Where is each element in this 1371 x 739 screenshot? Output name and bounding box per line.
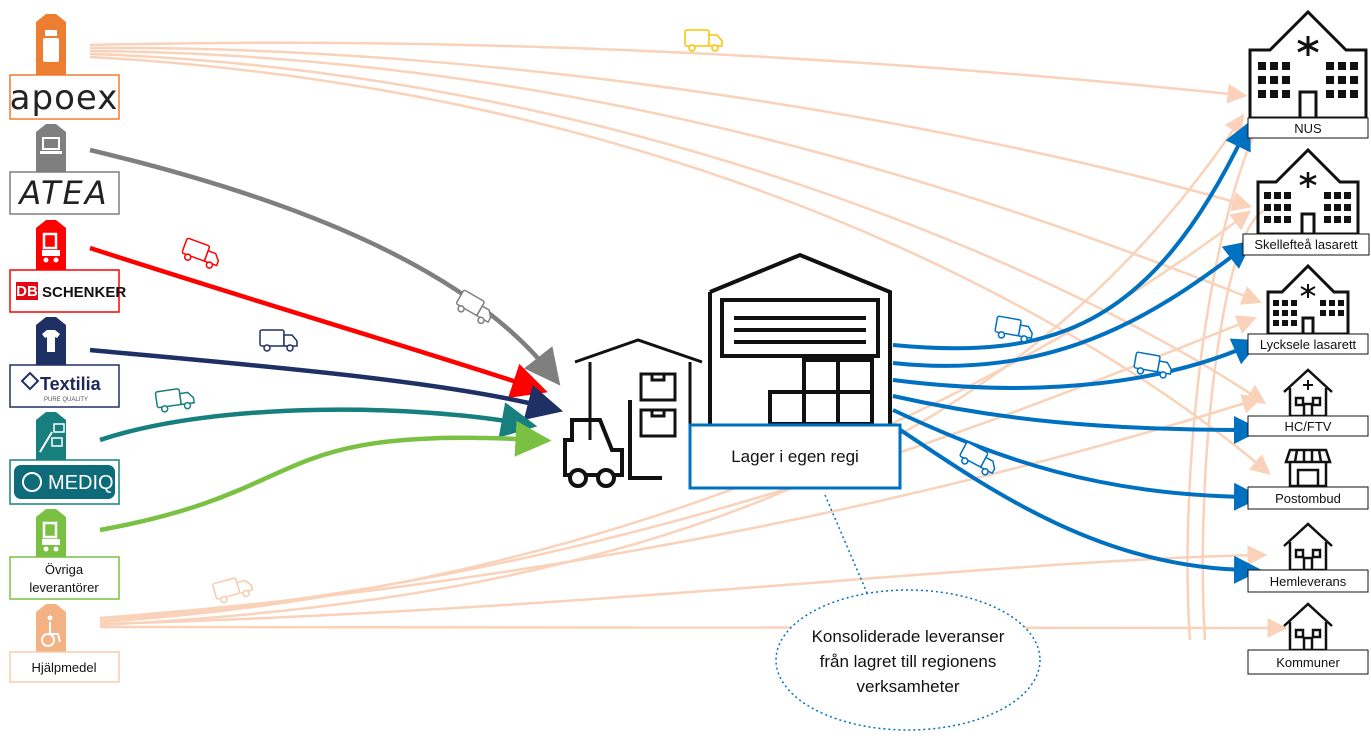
- destination-skelleftea: Skellefteå lasarett: [1242, 147, 1370, 256]
- note-bubble: [775, 589, 1041, 731]
- kommuner-label: Kommuner: [1276, 655, 1340, 670]
- truck-icon: [1133, 351, 1172, 379]
- textilia-mark-icon: [20, 371, 40, 391]
- supplier-hjalpmedel: Hjälpmedel: [9, 604, 120, 683]
- medical-supplies-icon: [36, 412, 66, 460]
- supplier-textilia: Textilia PURE QUALITY: [9, 317, 120, 408]
- truck-icon: [259, 329, 298, 352]
- apoex-logo: apoex: [10, 78, 119, 118]
- shop-icon: [1284, 448, 1332, 488]
- supplier-atea: ATEA: [9, 124, 120, 215]
- hospital-icon: [1248, 9, 1368, 120]
- destination-lycksele: Lycksele lasarett: [1247, 263, 1369, 355]
- truck-icon: [994, 315, 1033, 343]
- lycksele-label: Lycksele lasarett: [1260, 337, 1357, 352]
- hjalpmedel-label: Hjälpmedel: [31, 660, 96, 675]
- supplier-db-schenker: DB SCHENKER: [9, 220, 126, 313]
- supplier-arrows: [89, 147, 564, 533]
- truck-icon: [455, 289, 492, 325]
- note-connector: [824, 494, 871, 601]
- mediq-logo: MEDIQ: [48, 472, 114, 494]
- destination-hc-ftv: HC/FTV: [1247, 368, 1369, 437]
- truck-icon: [959, 441, 996, 476]
- ovriga-label-line1: Övriga: [45, 562, 84, 577]
- db-logo: DB: [16, 283, 38, 300]
- hc-ftv-label: HC/FTV: [1285, 419, 1332, 434]
- supplier-mediq: MEDIQ: [9, 412, 120, 505]
- note-line3: verksamheter: [857, 677, 960, 696]
- note-line1: Konsoliderade leveranser: [812, 627, 1005, 646]
- hemleverans-label: Hemleverans: [1270, 574, 1347, 589]
- nus-label: NUS: [1294, 121, 1322, 136]
- truck-icon: [181, 237, 220, 269]
- destination-nus: NUS: [1247, 9, 1369, 139]
- hospital-icon: [1256, 147, 1360, 236]
- schenker-logo: SCHENKER: [42, 284, 126, 301]
- textilia-logo: Textilia: [40, 374, 102, 394]
- destination-postombud: Postombud: [1247, 448, 1369, 510]
- ovriga-label-line2: leverantörer: [29, 580, 99, 595]
- house-icon: [1283, 522, 1333, 572]
- clinic-icon: [1283, 368, 1333, 418]
- hospital-icon: [1266, 263, 1350, 336]
- mediq-mark-icon: [22, 472, 42, 492]
- note-line2: från lagret till regionens: [820, 652, 997, 671]
- supplier-apoex: apoex: [9, 14, 120, 120]
- forklift-icon: [563, 400, 662, 488]
- distribution-arrows: [891, 121, 1262, 584]
- textilia-tagline: PURE QUALITY: [44, 397, 88, 403]
- truck-icon: [212, 577, 254, 604]
- forklift-icon: [36, 220, 66, 270]
- house-icon: [1283, 602, 1333, 652]
- postombud-label: Postombud: [1275, 491, 1341, 506]
- destination-hemleverans: Hemleverans: [1247, 522, 1369, 593]
- supplier-ovriga: Övriga leverantörer: [9, 509, 120, 600]
- forklift-icon: [36, 509, 66, 557]
- small-warehouse-icon: [574, 338, 703, 440]
- direct-delivery-lines: [89, 41, 1288, 641]
- truck-icon: [684, 29, 723, 52]
- truck-icon: [154, 388, 195, 413]
- skelleftea-label: Skellefteå lasarett: [1254, 237, 1358, 252]
- warehouse-label: Lager i egen regi: [731, 447, 859, 466]
- destination-kommuner: Kommuner: [1247, 602, 1369, 675]
- warehouse-label-box: [688, 423, 902, 490]
- atea-logo: ATEA: [17, 174, 108, 212]
